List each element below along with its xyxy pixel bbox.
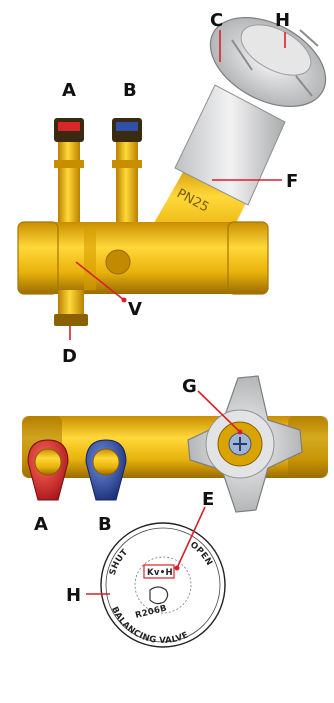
label-a-top: A (62, 80, 76, 101)
leader-lines (69, 30, 286, 595)
valve-side-view: PN25 (17, 16, 327, 326)
label-h-bottom: H (66, 585, 81, 606)
label-d: D (62, 346, 77, 367)
test-point-b-blue-band (116, 122, 138, 131)
label-h-top: H (275, 10, 290, 31)
kv-box (143, 564, 175, 579)
dial-kv-text: Kv•H (147, 568, 173, 578)
test-point-a-red-band (58, 122, 80, 131)
valve-body (18, 222, 268, 294)
label-v: V (128, 299, 142, 320)
label-a-mid: A (34, 514, 48, 535)
label-b-mid: B (98, 514, 112, 535)
drain-logo (105, 249, 131, 275)
label-c: C (210, 10, 223, 31)
valve-top-view (22, 375, 328, 513)
label-f: F (286, 171, 298, 192)
handle-body (174, 84, 286, 206)
label-b-top: B (123, 80, 137, 101)
handwheel-top (187, 375, 303, 513)
drain-stem (58, 290, 84, 318)
thumb-icon (149, 586, 169, 605)
dial-plate: SHUT OPEN BALANCING VALVE Kv•H R206B (100, 522, 226, 648)
label-g: G (182, 376, 197, 397)
label-e: E (202, 489, 214, 510)
